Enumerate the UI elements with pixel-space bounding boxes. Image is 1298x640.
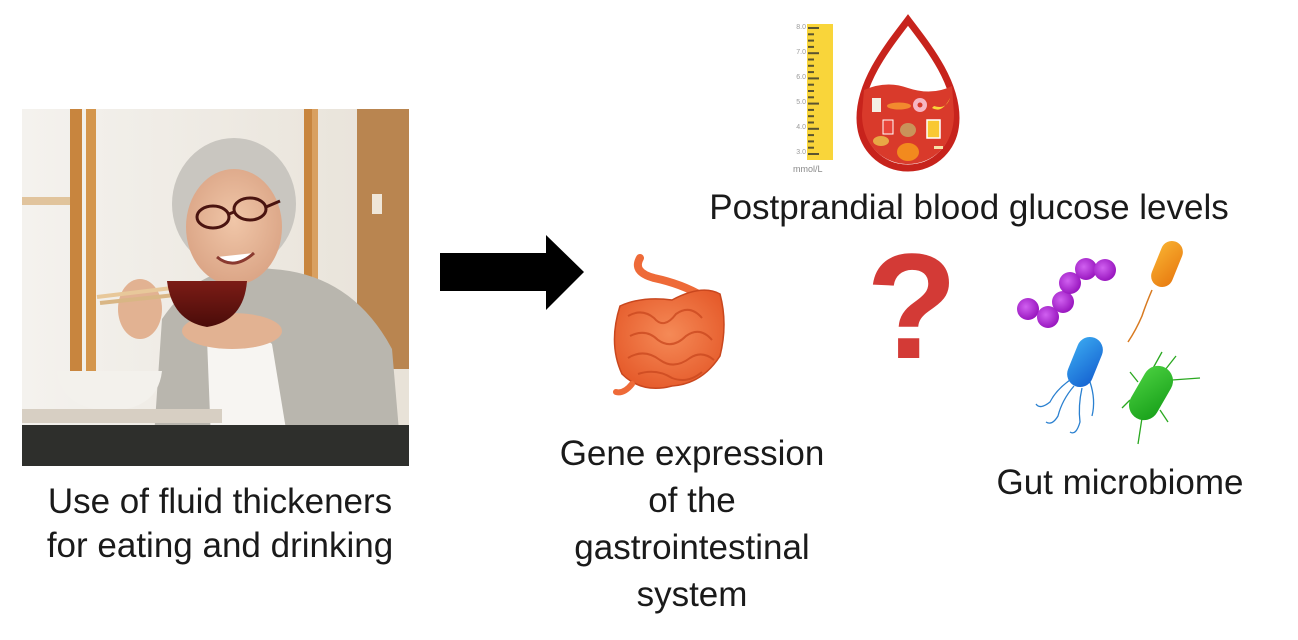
elderly-woman-eating-photo xyxy=(22,109,409,466)
ruler-minor-tick xyxy=(808,45,814,48)
ruler-minor-tick xyxy=(808,134,814,137)
banana-icon xyxy=(932,98,950,110)
tick-label-8: 8.0 xyxy=(796,24,806,31)
ruler-minor-tick xyxy=(808,83,814,86)
arrow-shape xyxy=(440,235,584,310)
candy-icon xyxy=(934,146,943,149)
fimbriated-bacterium-green-icon xyxy=(1121,351,1201,445)
gene-expression-line-3: gastrointestinal xyxy=(574,528,810,567)
gene-expression-line-4: system xyxy=(636,575,748,614)
gut-microbiome-label: Gut microbiome xyxy=(996,463,1244,502)
gene-expression-line-2: of the xyxy=(648,481,736,520)
ruler-unit-label: mmol/L xyxy=(793,164,823,174)
intestine-icon xyxy=(613,254,725,396)
blood-drop-food-icon xyxy=(856,14,960,172)
ruler-major-tick xyxy=(808,52,819,55)
milk-carton-icon xyxy=(872,98,881,112)
tick-label-7: 7.0 xyxy=(796,49,806,56)
flagellated-bacterium-blue-icon xyxy=(1035,379,1095,434)
flagellated-bacterium-orange-icon xyxy=(1127,240,1183,343)
ruler-major-tick xyxy=(808,127,819,130)
ruler-minor-tick xyxy=(808,121,814,124)
ruler-minor-tick xyxy=(808,108,814,111)
ruler-minor-tick xyxy=(808,64,814,67)
blood-glucose-label: Postprandial blood glucose levels xyxy=(709,188,1229,227)
question-mark-icon: ? xyxy=(866,222,958,390)
gene-expression-line-1: Gene expression xyxy=(559,434,825,473)
tick-label-4: 4.0 xyxy=(796,124,806,131)
ruler-bar xyxy=(807,24,833,160)
fluid-thickeners-caption: Use of fluid thickeners for eating and d… xyxy=(0,480,440,568)
tick-label-6: 6.0 xyxy=(796,74,806,81)
blue-bacterium-body xyxy=(1067,336,1103,388)
green-bacterium-body xyxy=(1129,365,1173,421)
ruler-minor-tick xyxy=(808,96,814,99)
ruler-minor-tick xyxy=(808,58,814,61)
ruler-major-tick xyxy=(808,102,819,105)
carrot-icon xyxy=(887,102,911,110)
ruler-minor-tick xyxy=(808,39,814,42)
tick-label-3: 3.0 xyxy=(796,149,806,156)
ruler-minor-tick xyxy=(808,71,814,74)
ruler-major-tick xyxy=(808,153,819,155)
potato-icon xyxy=(900,123,916,137)
ruler-minor-tick xyxy=(808,90,814,92)
ruler-minor-tick xyxy=(808,146,814,149)
ruler-minor-tick xyxy=(808,140,814,143)
ruler-minor-tick xyxy=(808,33,814,36)
streptococcus-icon xyxy=(1017,258,1116,328)
ruler-major-tick xyxy=(808,27,819,29)
soda-cup-icon xyxy=(882,119,894,135)
ruler-major-tick xyxy=(808,77,819,80)
beer-mug-icon xyxy=(926,119,941,139)
glucose-ruler: 8.0 7.0 6.0 5.0 4.0 3.0 mmol/L xyxy=(788,18,848,180)
caption-line-2: for eating and drinking xyxy=(46,526,394,565)
bacteria-icons xyxy=(1017,240,1201,445)
burger-icon xyxy=(873,136,889,146)
pumpkin-icon xyxy=(897,143,919,161)
caption-line-1: Use of fluid thickeners xyxy=(47,482,393,521)
right-arrow-icon xyxy=(440,235,584,310)
tick-label-5: 5.0 xyxy=(796,99,806,106)
ruler-minor-tick xyxy=(808,115,814,118)
gene-expression-label: Gene expression of the gastrointestinal … xyxy=(527,430,857,618)
